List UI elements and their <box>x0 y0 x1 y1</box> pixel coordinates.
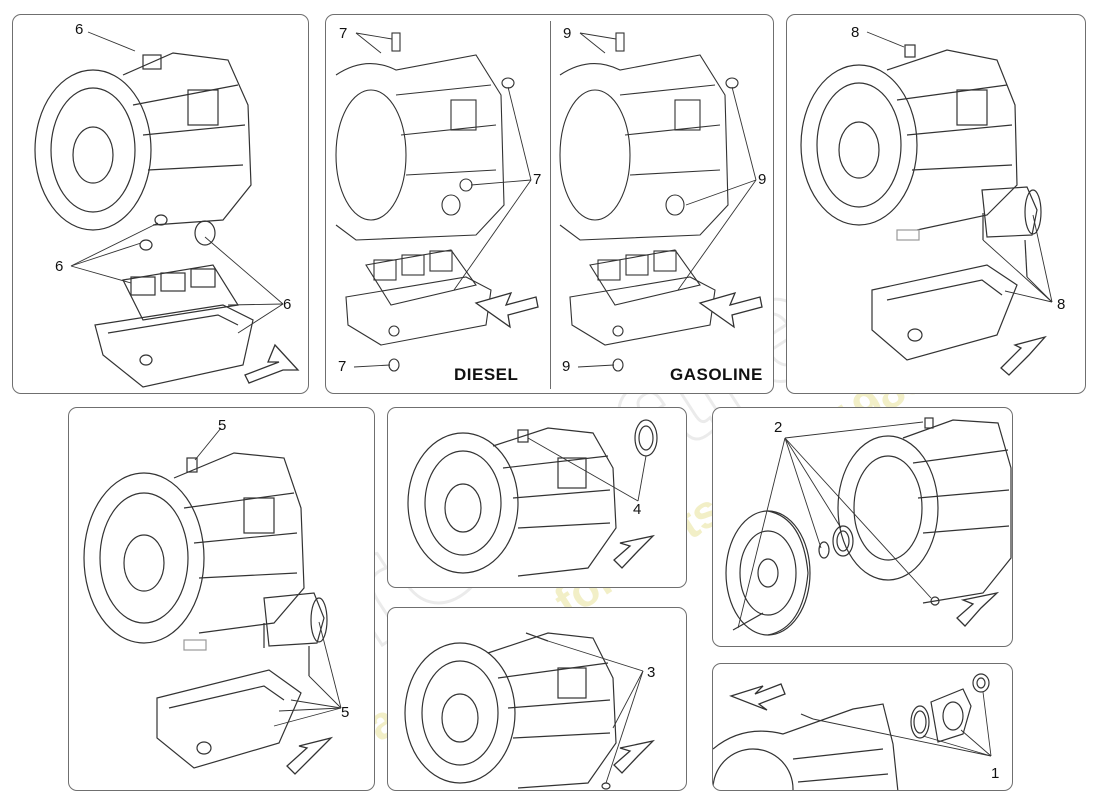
transmission-housing-icon <box>335 54 505 241</box>
direction-arrow-icon <box>729 683 786 711</box>
valve-body-icon <box>589 194 701 306</box>
variant-divider <box>550 21 551 389</box>
transmission-housing-icon <box>83 452 305 644</box>
direction-arrow-icon <box>698 292 763 329</box>
direction-arrow-icon <box>956 591 1000 627</box>
panel6-drawing <box>407 419 658 577</box>
panel4-drawing <box>800 31 1053 376</box>
callout-number: 3 <box>647 664 656 681</box>
panel-torque-converter[interactable]: 2 <box>712 407 1013 647</box>
bolt-icon <box>904 44 916 58</box>
bolt-icon <box>601 782 611 790</box>
panel2-drawing <box>335 32 763 372</box>
bolt-icon <box>525 632 549 642</box>
valve-body-icon <box>122 214 239 321</box>
bolt-icon <box>501 77 515 89</box>
bolt-icon <box>725 77 739 89</box>
transmission-housing-icon <box>837 419 1012 604</box>
transmission-housing-icon <box>34 69 152 231</box>
panel7-drawing <box>404 632 656 790</box>
callout-number: 4 <box>633 501 642 518</box>
callout-number: 2 <box>774 419 783 436</box>
callout-number: 7 <box>338 358 347 375</box>
callout-number: 9 <box>758 171 767 188</box>
transmission-housing-icon <box>407 427 617 577</box>
callout-number: 6 <box>75 21 84 38</box>
panel-breather[interactable]: 3 <box>387 607 687 791</box>
oil-pan-icon <box>94 304 254 388</box>
panel9-drawing <box>713 673 992 790</box>
bolt-icon <box>930 596 940 606</box>
variant-label-gasoline: GASOLINE <box>670 365 763 384</box>
bolt-icon <box>615 32 625 52</box>
oil-pan-icon <box>156 669 302 769</box>
variant-label-diesel: DIESEL <box>454 365 519 384</box>
seal-ring-icon <box>832 525 854 557</box>
callout-number: 6 <box>283 296 292 313</box>
flange-icon <box>930 688 972 743</box>
oil-pan-icon <box>871 264 1018 361</box>
transmission-housing-icon <box>404 632 617 789</box>
bolt-icon <box>142 54 162 70</box>
transmission-housing-icon <box>713 703 899 790</box>
direction-arrow-icon <box>286 736 334 775</box>
panel-front-seal[interactable]: 4 <box>387 407 687 588</box>
panel5-drawing <box>83 427 342 775</box>
panel1-drawing <box>34 31 300 388</box>
bolt-icon <box>186 457 198 473</box>
seal-ring-icon <box>972 673 990 693</box>
callout-number: 9 <box>562 358 571 375</box>
seal-ring-icon <box>910 705 930 739</box>
bolt-icon <box>388 358 400 372</box>
callout-number: 8 <box>851 24 860 41</box>
callout-number: 7 <box>339 25 348 42</box>
callout-number: 5 <box>341 704 350 721</box>
bolt-icon <box>800 713 814 720</box>
bolt-icon <box>517 429 529 443</box>
bolt-icon <box>612 358 624 372</box>
direction-arrow-icon <box>244 343 300 384</box>
valve-body-icon <box>365 178 477 306</box>
bolt-icon <box>391 32 401 52</box>
filter-icon <box>263 592 328 647</box>
seal-ring-icon <box>818 541 830 559</box>
callout-number: 8 <box>1057 296 1066 313</box>
panel-filter-and-pan[interactable]: 8 8 <box>786 14 1086 394</box>
direction-arrow-icon <box>1000 335 1047 376</box>
panel-output-flange[interactable]: 1 <box>712 663 1013 791</box>
transmission-housing-icon <box>559 54 729 241</box>
callout-number: 6 <box>55 258 64 275</box>
filter-icon <box>981 186 1042 238</box>
transmission-housing-icon <box>800 49 1018 231</box>
callout-number: 9 <box>563 25 572 42</box>
panel8-drawing <box>725 417 1012 636</box>
bolt-icon <box>924 417 934 429</box>
panel-valve-body-assembly[interactable]: 6 6 6 <box>12 14 309 394</box>
direction-arrow-icon <box>474 292 539 329</box>
callout-number: 5 <box>218 417 227 434</box>
direction-arrow-icon <box>613 534 656 569</box>
callout-number: 1 <box>991 765 1000 782</box>
seal-ring-icon <box>634 419 658 457</box>
callout-number: 7 <box>533 171 542 188</box>
oil-pan-icon <box>569 276 716 346</box>
panel-oil-filter[interactable]: 5 5 <box>68 407 375 791</box>
direction-arrow-icon <box>613 739 656 774</box>
torque-converter-icon <box>725 510 811 636</box>
panel-valve-body-variants[interactable]: 7 7 7 DIESEL 9 9 9 GASOLINE <box>325 14 774 394</box>
oil-pan-icon <box>345 276 492 346</box>
